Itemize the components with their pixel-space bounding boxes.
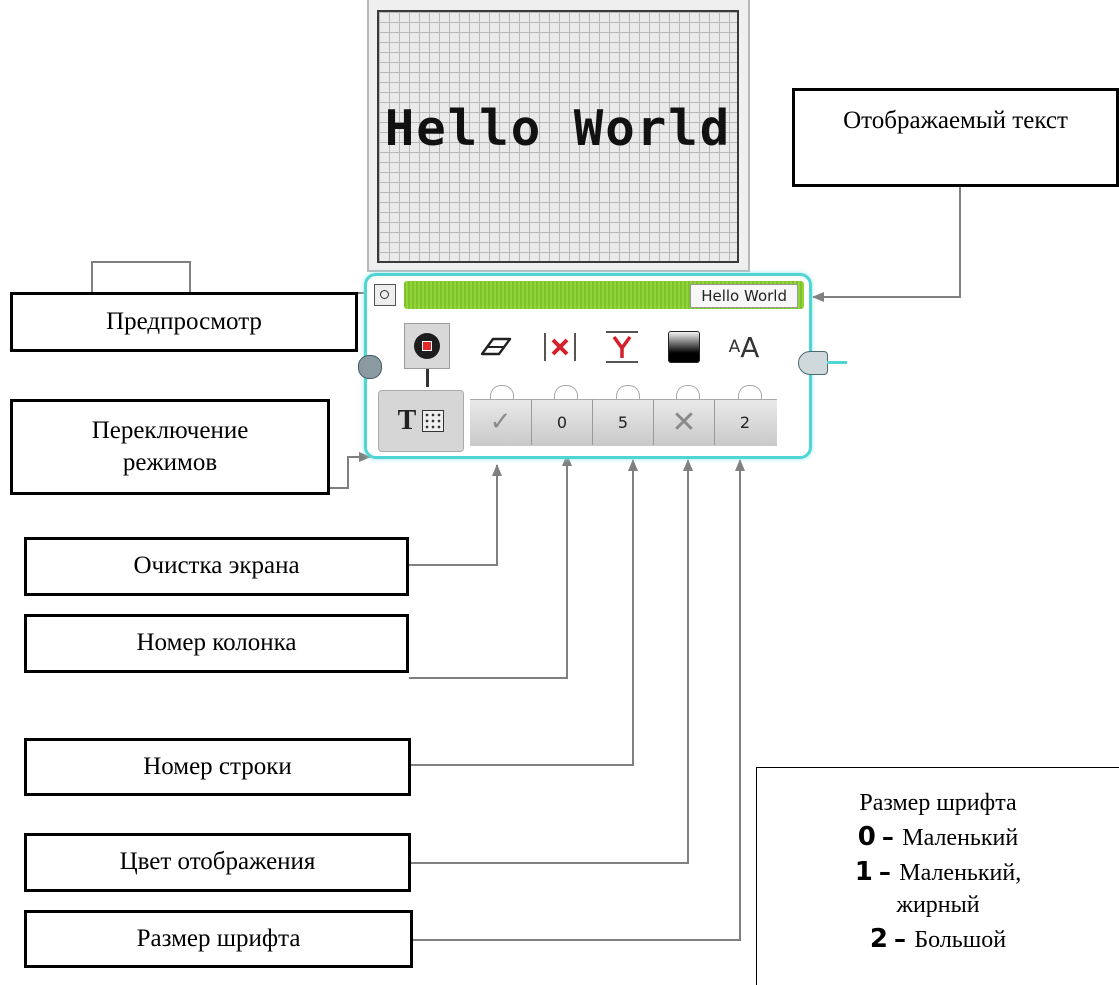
row-value[interactable]: 5: [592, 399, 653, 445]
mode-stem: [426, 369, 429, 387]
legend-item: 2 – Большой: [869, 923, 1007, 954]
callout-clear-screen: Очистка экрана: [24, 537, 409, 596]
legend-item: жирный: [896, 891, 980, 918]
text-mode-icon: T: [397, 405, 417, 436]
color-value[interactable]: ✕: [653, 399, 714, 445]
callout-font-size: Размер шрифта: [24, 910, 413, 968]
callout-mode-switch: Переключение режимов: [10, 399, 330, 495]
legend-item: 1 – Маленький,: [854, 856, 1022, 887]
text-input-bar[interactable]: Hello World: [404, 281, 804, 309]
callout-row-number: Номер строки: [24, 738, 411, 796]
param-notch: [676, 385, 700, 402]
callout-column-number: Номер колонка: [24, 614, 409, 673]
callout-preview: Предпросмотр: [10, 292, 358, 352]
connector-clear-screen: [409, 464, 502, 566]
column-value[interactable]: 0: [531, 399, 592, 445]
connector-displayed-text: [812, 187, 961, 302]
legend-title: Размер шрифта: [859, 790, 1017, 816]
preview-toggle-button[interactable]: [374, 284, 396, 306]
eraser-icon: [476, 329, 516, 365]
display-brick-icon: [404, 323, 450, 369]
preview-bracket: [91, 261, 191, 295]
text-input-value[interactable]: Hello World: [690, 284, 798, 308]
callout-display-color: Цвет отображения: [24, 833, 411, 892]
display-preview-panel: Hello World: [367, 0, 750, 272]
connector-mode-switch: [330, 452, 371, 489]
preview-screen: Hello World: [377, 10, 739, 263]
font-size-legend: Размер шрифта 0 – Маленький 1 – Маленьки…: [756, 767, 1119, 985]
font-size-value[interactable]: 2: [714, 399, 775, 445]
clear-screen-value[interactable]: ✓: [489, 407, 512, 437]
preview-text: Hello World: [384, 100, 732, 157]
connector-font-size: [413, 459, 745, 941]
sequence-output-plug[interactable]: [798, 351, 847, 375]
param-notch: [490, 385, 514, 402]
legend-item: 0 – Маленький: [857, 821, 1019, 852]
parameter-strip: [470, 399, 777, 446]
param-notch: [616, 385, 640, 402]
param-notch: [738, 385, 762, 402]
mode-selector-button[interactable]: T: [378, 390, 464, 452]
connector-row: [411, 459, 638, 766]
connector-column: [409, 454, 572, 679]
y-icon: [602, 329, 642, 365]
param-notch: [554, 385, 578, 402]
grid-mode-icon: [422, 410, 445, 432]
color-swatch-icon: [664, 329, 704, 365]
callout-displayed-text: Отображаемый текст: [792, 88, 1119, 187]
sequence-input-plug[interactable]: [358, 355, 382, 379]
x-icon: [540, 329, 580, 365]
connector-color: [411, 459, 693, 864]
